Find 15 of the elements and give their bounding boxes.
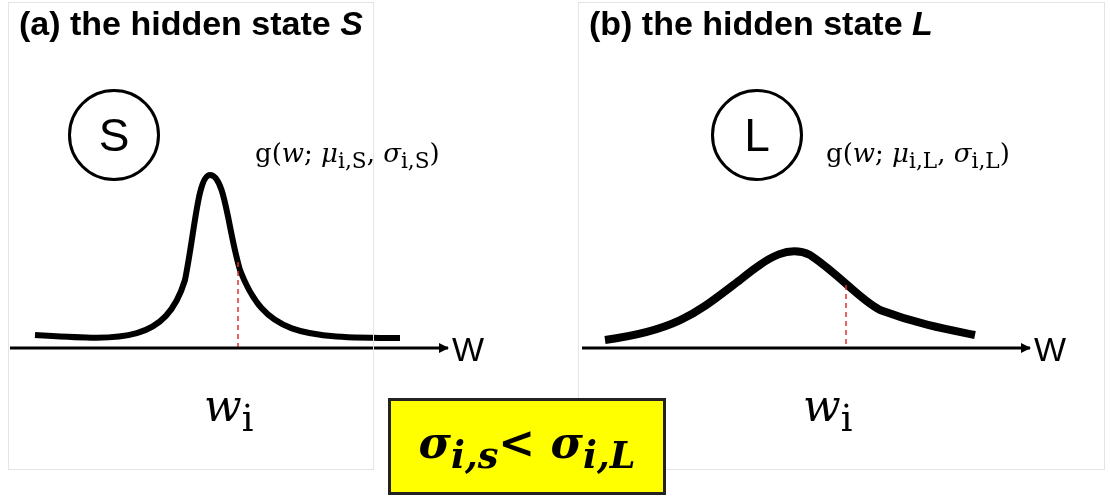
state-letter: S <box>98 112 130 158</box>
tick-label: w$_{i}$ <box>803 380 853 440</box>
tick-label: w$_{i}$ <box>204 380 254 440</box>
state-circle <box>68 89 160 181</box>
state-circle <box>711 89 803 181</box>
panel-title: (a) the hidden state S <box>19 3 363 43</box>
inequality-box <box>388 398 666 495</box>
plot-panel <box>8 2 374 470</box>
panel-title: (b) the hidden state L <box>589 3 933 43</box>
axis-label: W <box>452 330 485 369</box>
formula-label: g(w; μ$_{i,L}$, σ$_{i,L}$) <box>826 138 1010 174</box>
formula-label: g(w; μ$_{i,S}$, σ$_{i,S}$) <box>255 138 440 174</box>
inequality-text: σ$_{i,s}$< σ$_{i,L}$ <box>418 416 636 477</box>
state-letter: L <box>744 112 770 158</box>
axis-label: W <box>1034 330 1067 369</box>
